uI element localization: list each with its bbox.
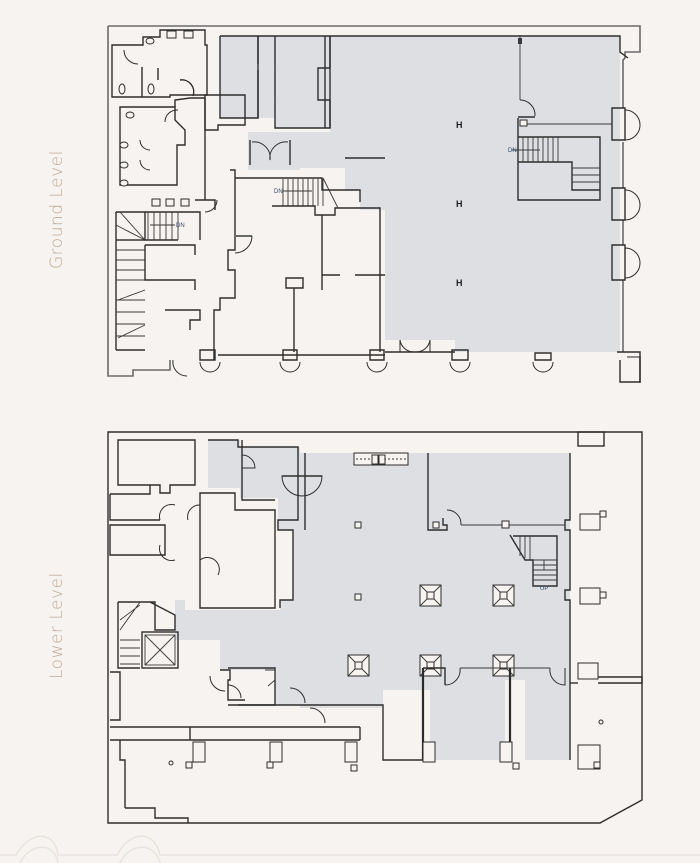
column-icon bbox=[354, 521, 362, 529]
room-tag: H bbox=[456, 120, 463, 130]
room-tag: H bbox=[456, 199, 463, 209]
stair-dn-label: DN bbox=[274, 189, 283, 195]
column-icon bbox=[501, 520, 510, 529]
ground-highlight-zone bbox=[220, 36, 620, 352]
toilet-icon bbox=[119, 179, 129, 187]
toilet-icon bbox=[125, 111, 135, 119]
kitchen-counter bbox=[353, 452, 409, 466]
stair-dn-label: DN bbox=[508, 148, 517, 154]
column-icon bbox=[354, 593, 362, 601]
toilet-icon bbox=[119, 141, 129, 149]
sink-icon bbox=[180, 198, 190, 207]
ground-bay-windows bbox=[172, 339, 641, 383]
stair-ground-right: DN bbox=[508, 35, 612, 201]
ground-right-bays bbox=[611, 107, 641, 281]
lower-right-bays bbox=[570, 510, 643, 770]
toilet-icon bbox=[118, 83, 126, 95]
stair-lower-up: UP bbox=[509, 534, 558, 592]
stair-lower-left bbox=[117, 601, 176, 669]
toilet-icon bbox=[147, 83, 155, 95]
stair-up-label: UP bbox=[540, 586, 548, 592]
sink-icon bbox=[145, 37, 155, 45]
toilet-icon bbox=[183, 30, 194, 39]
sink-icon bbox=[151, 198, 161, 207]
toilet-icon bbox=[166, 30, 177, 39]
lower-outer-wall bbox=[107, 431, 643, 824]
elevator-icon bbox=[141, 631, 179, 669]
lower-highlight-zone bbox=[175, 440, 570, 760]
stair-ground-center: DN bbox=[235, 177, 381, 352]
toilet-icon bbox=[119, 161, 129, 169]
sink-icon bbox=[165, 198, 175, 207]
room-tag: H bbox=[456, 278, 463, 288]
stair-dn-label: DN bbox=[176, 223, 185, 229]
ground-level-plan: DN DN bbox=[107, 25, 641, 383]
structural-columns bbox=[347, 584, 515, 677]
stair-ground-left: DN bbox=[115, 211, 201, 351]
column-icon bbox=[432, 521, 440, 529]
footer-decoration bbox=[0, 835, 700, 863]
ground-outer-wall bbox=[107, 25, 641, 383]
lower-level-plan: UP bbox=[107, 431, 643, 824]
